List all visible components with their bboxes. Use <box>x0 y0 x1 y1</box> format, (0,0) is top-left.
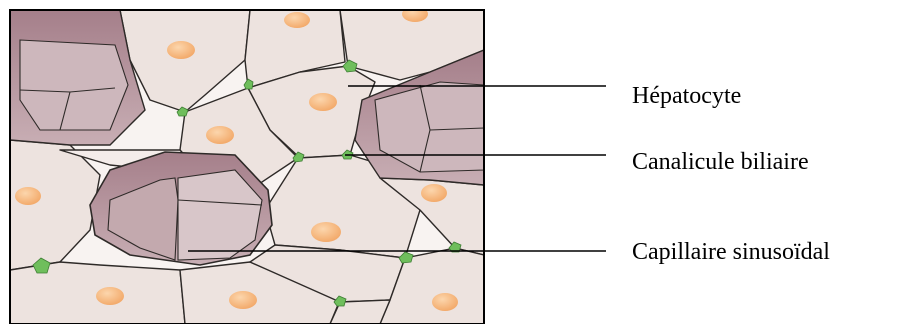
nucleus <box>311 222 341 242</box>
nucleus <box>421 184 447 202</box>
sinusoid-top-left <box>10 10 145 145</box>
label-canalicule-biliaire: Canalicule biliaire <box>632 150 809 174</box>
nucleus <box>15 187 41 205</box>
nucleus <box>206 126 234 144</box>
sinusoid-center <box>90 152 272 265</box>
nucleus <box>229 291 257 309</box>
nucleus <box>309 93 337 111</box>
label-hepatocyte: Hépatocyte <box>632 84 741 108</box>
nucleus <box>284 12 310 28</box>
nucleus <box>402 6 428 22</box>
nucleus <box>432 293 458 311</box>
nucleus <box>96 287 124 305</box>
label-capillaire-sinusoidal: Capillaire sinusoïdal <box>632 240 830 264</box>
nucleus <box>167 41 195 59</box>
